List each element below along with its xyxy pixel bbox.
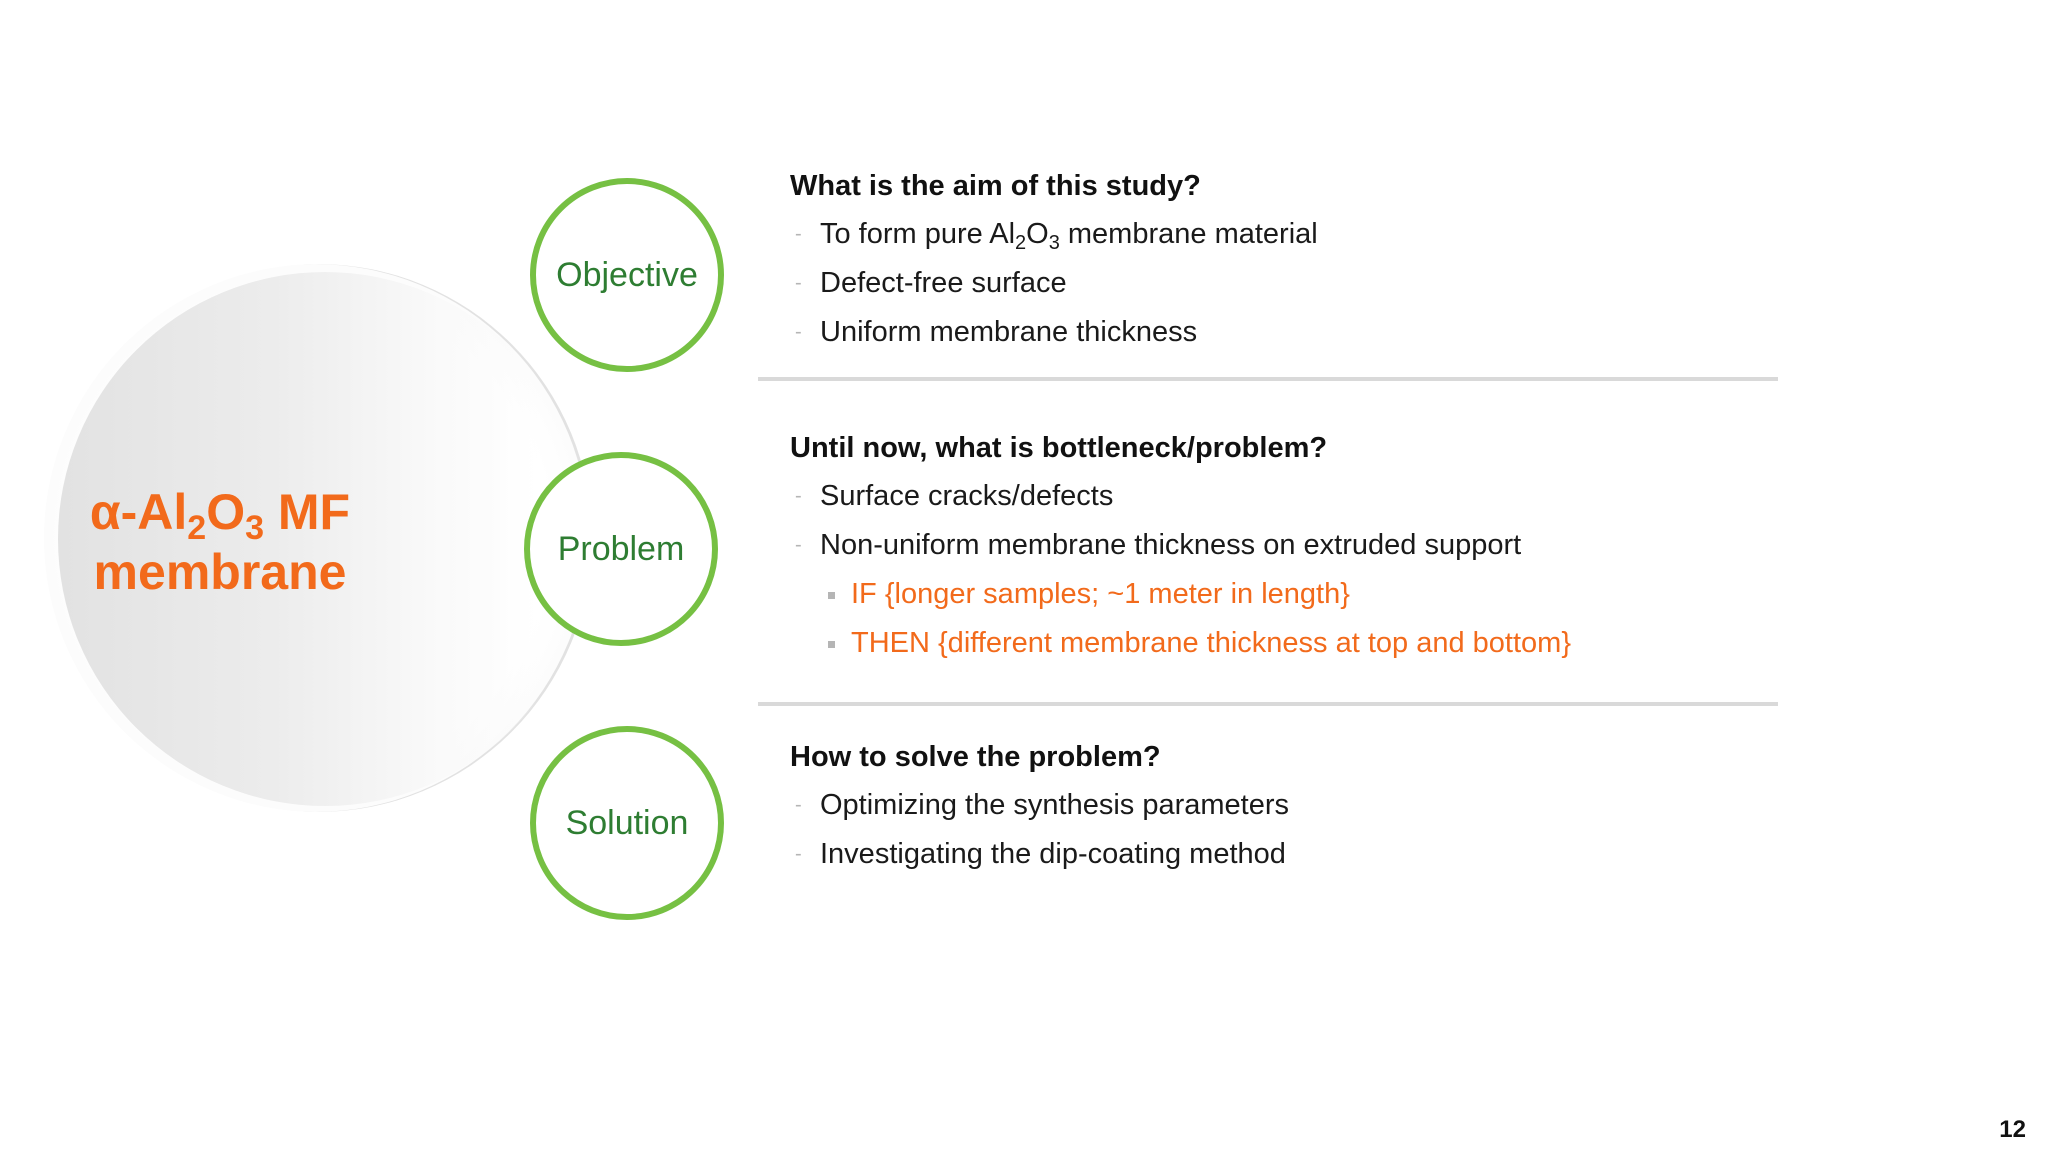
divider-2	[758, 702, 1778, 706]
bullet-dash: -	[795, 794, 802, 816]
problem-item-2: - Non-uniform membrane thickness on extr…	[790, 521, 1571, 570]
main-title: α-Al2O3 MF membrane	[50, 482, 390, 602]
bullet-dash: -	[795, 843, 802, 865]
objective-item-3: - Uniform membrane thickness	[790, 308, 1318, 357]
objective-circle-label: Objective	[556, 255, 698, 294]
solution-question: How to solve the problem?	[790, 741, 1161, 773]
problem-circle-label: Problem	[557, 529, 685, 568]
solution-item-1: - Optimizing the synthesis parameters	[790, 781, 1289, 830]
bullet-dash: -	[795, 223, 802, 245]
decorative-disc	[58, 272, 592, 806]
bullet-dash: -	[795, 534, 802, 556]
square-bullet-icon	[828, 592, 835, 599]
problem-subitem-2: THEN {different membrane thickness at to…	[790, 619, 1571, 668]
objective-section: What is the aim of this study? - To form…	[790, 162, 1318, 357]
divider-1	[758, 377, 1778, 381]
main-title-line2: membrane	[93, 544, 347, 600]
problem-section: Until now, what is bottleneck/problem? -…	[790, 424, 1571, 668]
solution-section: How to solve the problem? - Optimizing t…	[790, 733, 1289, 879]
bullet-dash: -	[795, 321, 802, 343]
objective-item-2: - Defect-free surface	[790, 259, 1318, 308]
bullet-dash: -	[795, 485, 802, 507]
objective-circle: Objective	[530, 178, 724, 372]
page-number: 12	[1999, 1116, 2026, 1143]
bullet-dash: -	[795, 272, 802, 294]
solution-circle: Solution	[530, 726, 724, 920]
problem-question: Until now, what is bottleneck/problem?	[790, 432, 1328, 464]
problem-subitem-1: IF {longer samples; ~1 meter in length}	[790, 570, 1571, 619]
objective-item-1: - To form pure Al2O3 membrane material	[790, 210, 1318, 259]
solution-item-2: - Investigating the dip-coating method	[790, 830, 1289, 879]
objective-question: What is the aim of this study?	[790, 170, 1201, 202]
main-title-line1: α-Al2O3 MF	[89, 484, 351, 547]
problem-circle: Problem	[524, 452, 718, 646]
problem-item-1: - Surface cracks/defects	[790, 472, 1571, 521]
solution-circle-label: Solution	[565, 803, 689, 842]
square-bullet-icon	[828, 641, 835, 648]
